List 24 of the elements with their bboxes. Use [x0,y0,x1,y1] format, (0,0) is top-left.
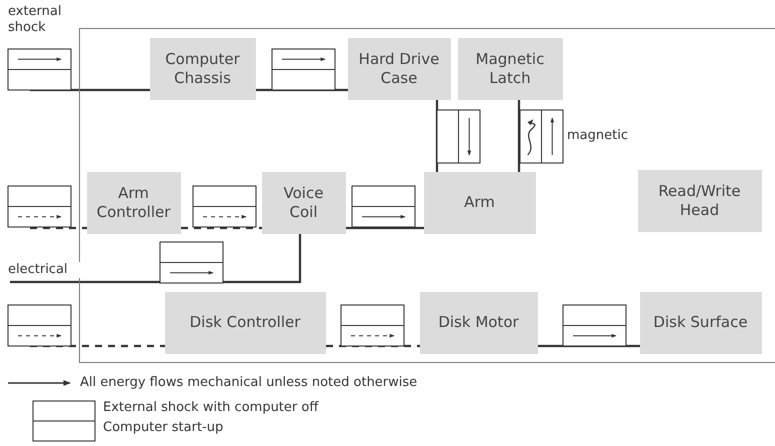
flow-line [436,100,438,172]
dashed-flow-line [326,344,420,348]
flow-line [346,226,424,230]
component-box: Magnetic Latch [458,38,562,100]
component-box: Read/Write Head [638,170,762,232]
component-box: Arm Controller [86,172,180,234]
component-box: Computer Chassis [150,38,256,100]
flow-line [256,88,348,92]
dashed-flow-line [30,344,165,348]
legend-text: All energy flows mechanical unless noted otherwise [80,375,418,390]
system-boundary [79,28,775,363]
dashed-flow-line [30,226,87,230]
component-box: Disk Controller [164,292,326,354]
component-box: Disk Surface [640,292,762,354]
legend-text: Computer start-up [103,420,224,435]
flow-line [518,100,520,172]
component-box: Voice Coil [262,172,346,234]
legend-text: External shock with computer off [103,400,318,415]
component-box: Disk Motor [420,292,538,354]
component-box: Hard Drive Case [348,38,450,100]
component-box: Arm [424,172,536,234]
dashed-flow-line [181,226,262,230]
flow-line [30,88,150,92]
flow-line [538,344,640,348]
